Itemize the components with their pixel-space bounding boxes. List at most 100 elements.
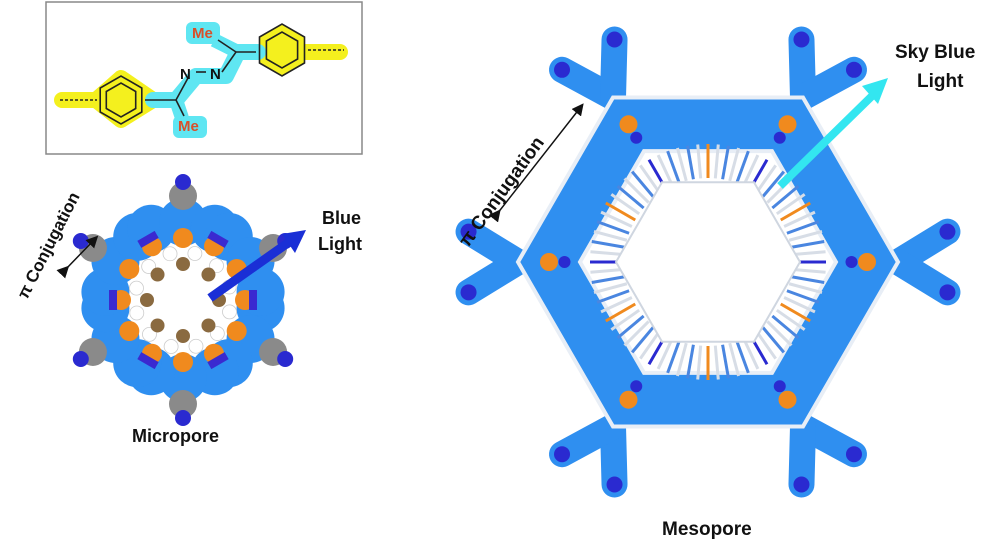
micropore-hydrogen (209, 326, 225, 341)
mesopore-wall-stripe (676, 147, 688, 182)
micropore-azine-bond (249, 290, 257, 310)
mesopore-wall-stripe (666, 340, 681, 374)
methyl-label-top: Me (192, 25, 213, 42)
mesopore-arm-tip-atom (845, 61, 862, 78)
mesopore-wall-stripe (788, 282, 823, 294)
molecule-structure: Me Me N N (45, 1, 363, 155)
micropore-inner-atom (150, 267, 165, 282)
mesopore-wall-stripe (605, 302, 637, 323)
micropore-linker-atom (173, 352, 193, 372)
right-methyl-bond (217, 39, 237, 53)
blue-light-arrow-head (282, 230, 306, 253)
mesopore-light: Sky Blue Light (777, 42, 975, 189)
right-ring-fill (259, 24, 305, 76)
mesopore-wall-stripe (631, 325, 656, 354)
micropore-hydrogen (188, 338, 204, 354)
micropore-label: Micropore (132, 426, 219, 446)
mesopore-wall-stripe (728, 342, 740, 377)
mesopore-wall-stripe (779, 302, 811, 323)
mesopore-wall-stripe (610, 193, 641, 216)
mesopore-vertex-atom (773, 131, 786, 144)
micropore-vertex-atom (175, 174, 191, 190)
nitrogen-label-right: N (210, 66, 221, 83)
methyl-top-highlight (186, 22, 220, 44)
micropore-azine-bond (207, 352, 229, 370)
mesopore-linker-atom (778, 390, 797, 409)
mesopore-wall-stripe (639, 329, 662, 360)
right-phenyl-inner (265, 31, 299, 69)
blue-light-arrow-shaft (207, 236, 295, 302)
mesopore-wall-stripe (610, 308, 641, 331)
mesopore-wall-stripe (790, 275, 825, 284)
micropore-inner-atom (176, 329, 190, 343)
mesopore-wall-stripe (791, 267, 826, 274)
micropore-structure (72, 174, 294, 426)
mesopore-wall-stripe (600, 296, 633, 314)
micropore-pore (151, 268, 215, 332)
micropore-vertex-atom (175, 410, 191, 426)
mesopore-wall-stripe (696, 345, 703, 380)
mesopore-wall-stripe (666, 150, 681, 184)
mesopore-label: Mesopore (662, 519, 752, 540)
mesopore-wall-stripe (788, 230, 823, 242)
micropore-conjugation-arrow (56, 235, 99, 279)
micropore-inner-atom (150, 318, 165, 333)
micropore-hydrogen (141, 259, 157, 274)
micropore-hydrogen (142, 326, 157, 342)
mesopore-wall-stripe (590, 250, 625, 257)
mesopore-arm-tip-atom (554, 446, 571, 463)
mesopore-wall-stripe (742, 337, 760, 370)
mesopore-vertex-atom (630, 380, 643, 393)
left-phenyl-ring (99, 75, 143, 125)
mesopore-arm-tip-atom (606, 31, 623, 48)
micropore-inner-atom (201, 318, 216, 333)
mesopore-wall-stripe (786, 289, 820, 304)
mesopore-wall-stripe (591, 240, 626, 249)
mesopore-wall-stripe (783, 210, 816, 228)
blue-light-label-line1: Blue (322, 208, 361, 228)
mesopore-arm-tip-atom (939, 223, 956, 240)
mesopore-linker-atom (778, 115, 797, 134)
micropore-linker-atom (119, 259, 140, 279)
micropore-azine-bond (137, 230, 159, 248)
mesopore-wall-stripe (771, 185, 800, 210)
molecule-bonds (60, 23, 344, 125)
mesopore-wall-stripe (676, 342, 688, 377)
micropore-vertex-carbon (169, 182, 197, 210)
mesopore-wall-stripe (596, 289, 630, 304)
sky-blue-light-label-line2: Light (917, 71, 964, 92)
mesopore-wall-stripe (593, 282, 628, 294)
mesopore-vertex-atom (558, 256, 571, 268)
mesopore-wall-stripe (686, 344, 695, 379)
mesopore-arm (549, 413, 626, 468)
mesopore-wall-stripe (790, 240, 825, 249)
mesopore-wall-stripe (728, 147, 740, 182)
mesopore-arm (790, 56, 867, 111)
mesopore-wall-stripe (735, 150, 750, 184)
mesopore-wall-stripe (596, 220, 630, 235)
micropore-hydrogen (222, 304, 237, 320)
micropore-linker-atom (173, 228, 193, 248)
micropore-vertex-atom (72, 351, 89, 367)
micropore-inner-atom (176, 257, 190, 271)
mesopore-arm-tip-atom (554, 61, 571, 78)
micropore-azine-bond (207, 230, 229, 248)
micropore-vertex-carbon (169, 390, 197, 418)
mesopore-arm-tip-atom (460, 284, 477, 301)
mesopore-wall-stripe (623, 177, 650, 204)
mesopore-wall-stripe (783, 296, 816, 314)
micropore-conjugation-label: π Conjugation (14, 189, 84, 302)
mesopore-wall-stripe (616, 185, 645, 210)
mesopore-vertex-atom (773, 380, 786, 393)
micropore-azine-bond (137, 352, 159, 370)
micropore-inner-atom (140, 293, 154, 307)
micropore-hydrogen (129, 305, 145, 321)
left-methyl-bond (175, 99, 185, 117)
micropore-hydrogen (162, 246, 178, 262)
micropore-hydrogen (209, 258, 224, 274)
mesopore-arm-tip-atom (606, 476, 623, 493)
mesopore-linker-atom (858, 253, 876, 271)
micropore-hydrogen (129, 280, 144, 296)
mesopore-wall-stripe (623, 320, 650, 347)
